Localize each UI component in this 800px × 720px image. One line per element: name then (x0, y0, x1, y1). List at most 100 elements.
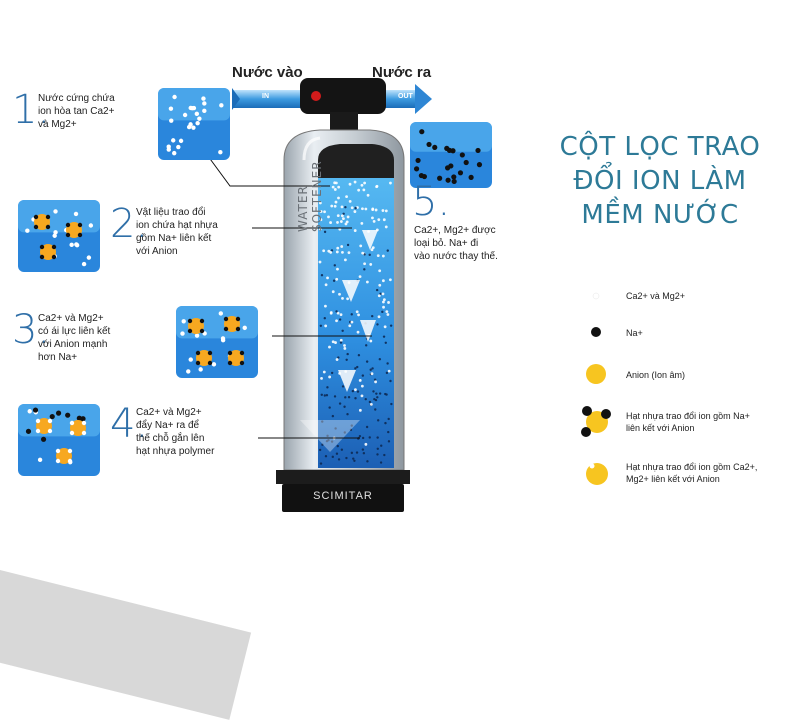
na-particle (384, 341, 387, 344)
na-particle (368, 436, 371, 439)
ca-mg-particle (339, 338, 343, 342)
ca-mg-ion (195, 121, 200, 126)
bound-ion (195, 360, 201, 366)
step-2-number: 2. (110, 201, 149, 247)
na-particle (354, 397, 357, 400)
bound-ion (81, 420, 87, 426)
ca-mg-particle (339, 220, 343, 223)
ca-mg-particle (357, 313, 360, 317)
ca-mg-particle (353, 229, 357, 232)
na-particle (343, 431, 347, 434)
ca-mg-particle (335, 277, 339, 281)
ca-mg-particle (340, 245, 344, 248)
bound-ion (33, 214, 39, 220)
na-particle (361, 374, 365, 377)
na-particle (340, 448, 344, 451)
tank-base (276, 470, 410, 512)
ca-mg-particle (341, 296, 344, 300)
step-3-illustration (176, 306, 258, 378)
bound-ion (47, 428, 53, 434)
ca-mg-particle (336, 311, 340, 315)
legend-na-symbol (591, 327, 601, 337)
ca-mg-particle (386, 313, 390, 316)
ca-mg-ion (186, 369, 191, 374)
na-particle (369, 368, 372, 371)
na-particle (339, 341, 343, 344)
bound-ion (77, 232, 83, 238)
na-particle (361, 448, 365, 451)
na-particle (343, 405, 346, 408)
ca-mg-particle (363, 181, 367, 185)
bound-ion (69, 430, 75, 436)
na-particle (350, 424, 353, 427)
bound-ion (77, 222, 83, 228)
ca-mg-particle (330, 204, 334, 208)
ca-mg-particle (376, 254, 380, 258)
na-particle (330, 440, 334, 443)
ca-mg-particle (333, 204, 337, 208)
ca-mg-ion (81, 261, 87, 267)
ca-mg-particle (378, 269, 382, 273)
ca-mg-particle (335, 319, 338, 323)
na-particle (341, 329, 344, 333)
na-particle (386, 249, 389, 252)
na-particle (372, 390, 375, 393)
step-3-number: 3. (12, 307, 51, 353)
ca-mg-ion (73, 211, 79, 217)
na-particle (366, 460, 369, 463)
na-particle (327, 439, 330, 442)
ca-mg-particle (326, 276, 329, 280)
bound-ion (65, 232, 71, 238)
ca-mg-particle (378, 283, 382, 287)
ca-mg-particle (384, 209, 388, 213)
resin-bead (188, 318, 204, 334)
step-5-number: 5. (412, 179, 451, 225)
legend-resin-ca-symbol (586, 463, 608, 485)
bound-ion (235, 326, 241, 332)
na-particle (387, 417, 390, 421)
ca-mg-particle (319, 210, 323, 213)
na-particle (326, 386, 329, 389)
ca-mg-ion (27, 409, 32, 414)
na-particle (347, 396, 351, 399)
step-1-illustration (158, 88, 230, 160)
ca-mg-particle (387, 301, 390, 304)
na-ion (475, 147, 481, 154)
ca-mg-particle (339, 313, 343, 316)
na-particle (378, 358, 382, 361)
bound-ion (47, 418, 53, 424)
ca-mg-ion (172, 94, 177, 100)
na-particle (385, 371, 389, 375)
na-ion (457, 170, 464, 176)
resin-bead (34, 214, 50, 230)
na-particle (341, 385, 345, 388)
na-ion (451, 174, 457, 180)
na-particle (351, 389, 355, 393)
na-particle (333, 264, 336, 267)
bound-ion (67, 458, 73, 464)
na-particle (356, 390, 360, 393)
ca-mg-particle (369, 263, 373, 266)
na-particle (368, 400, 372, 404)
resin-bead (70, 420, 86, 436)
na-particle (344, 205, 347, 209)
bound-ion (187, 328, 193, 334)
legend-anion-symbol (586, 364, 606, 384)
ca-mg-ion (53, 230, 58, 235)
ca-mg-particle (366, 193, 370, 197)
na-particle (323, 394, 327, 397)
legend-na: Na+ (626, 328, 643, 338)
bound-ion (207, 360, 213, 366)
bound-ion (67, 448, 73, 454)
ca-mg-particle (383, 325, 387, 329)
na-particle (355, 451, 359, 454)
ca-mg-particle (362, 188, 366, 192)
ca-mg-ion (176, 144, 181, 150)
ca-mg-particle (319, 218, 323, 222)
ca-mg-ion (37, 457, 43, 463)
na-particle (361, 436, 365, 440)
ca-mg-particle (369, 403, 373, 406)
legend-ca-mg-symbol (592, 292, 600, 300)
water-highlight (158, 88, 230, 121)
bound-ion (239, 350, 245, 356)
